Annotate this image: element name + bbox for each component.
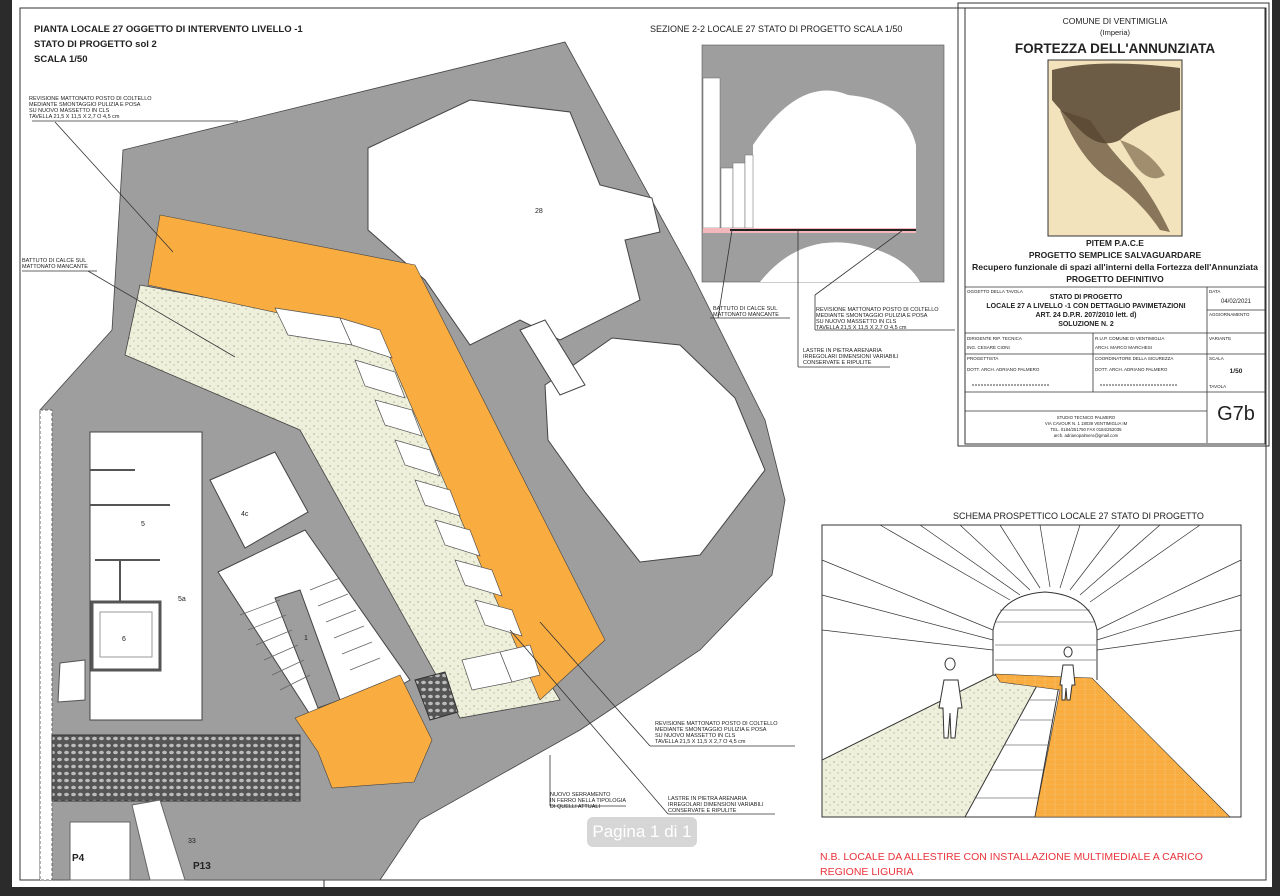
- note-line: TAVELLA 21,5 X 11,5 X 2,7 O 4,5 cm: [29, 114, 120, 120]
- plan-title-line: STATO DI PROGETTO sol 2: [34, 39, 157, 50]
- fortezza-title: FORTEZZA DELL'ANNUNZIATA: [1015, 41, 1215, 56]
- plan-note-lastre: LASTRE IN PIETRA ARENARIA IRREGOLARI DIM…: [668, 796, 764, 814]
- plan-title-line: PIANTA LOCALE 27 OGGETTO DI INTERVENTO L…: [34, 24, 303, 35]
- plan-title: PIANTA LOCALE 27 OGGETTO DI INTERVENTO L…: [34, 24, 303, 65]
- note-line: LASTRE IN PIETRA ARENARIA: [668, 796, 747, 802]
- field-label: DATA: [1209, 289, 1220, 294]
- note-line: REVISIONE MATTONATO POSTO DI COLTELLO: [816, 307, 939, 313]
- oggetto-line: ART. 24 D.P.R. 207/2010 lett. d): [1035, 312, 1136, 319]
- plan-note-revisione: REVISIONE MATTONATO POSTO DI COLTELLO ME…: [29, 96, 152, 120]
- room-label: 33: [188, 838, 196, 845]
- note-line: SU NUOVO MASSETTO IN CLS: [816, 319, 897, 325]
- field-value: ING. CESARE CIONI: [967, 345, 1010, 350]
- note-line: IRREGOLARI DIMENSIONI VARIABILI: [668, 802, 764, 808]
- field-value: DOTT. ARCH. ADRIANO PALMERO: [967, 367, 1040, 372]
- field-label: SCALA: [1209, 356, 1224, 361]
- note-line: SU NUOVO MASSETTO IN CLS: [29, 108, 110, 114]
- floor-plan: [39, 41, 786, 881]
- person-silhouette: [938, 657, 963, 739]
- note-line: CONSERVATE E RIPULITE: [668, 808, 737, 814]
- recupero: Recupero funzionale di spazi all'interni…: [972, 262, 1258, 272]
- sheet-number: G7b: [1217, 403, 1255, 425]
- room-label: 4c: [241, 511, 249, 518]
- note-line: DI QUELLI ATTUALI: [550, 804, 600, 810]
- plan-note-battuto: BATTUTO DI CALCE SUL MATTONATO MANCANTE: [22, 258, 88, 270]
- field-label: AGGIORNAMENTO: [1209, 312, 1250, 317]
- studio-line: VIA CAVOUR N. 1 18039 VENTIMIGLIA IM: [1045, 421, 1128, 426]
- note-line: LASTRE IN PIETRA ARENARIA: [803, 348, 882, 354]
- plan-note-revisione-2: REVISIONE MATTONATO POSTO DI COLTELLO ME…: [655, 721, 778, 745]
- room-28: [367, 99, 661, 346]
- leader-lines: [22, 120, 795, 815]
- studio-line: arch. adrianopalmero@gmail.com: [1054, 433, 1119, 438]
- scale-value: 1/50: [1230, 368, 1243, 375]
- studio-line: STUDIO TECNICO PALMERO: [1057, 415, 1116, 420]
- provincia: (Imperia): [1100, 28, 1131, 37]
- note-line: SU NUOVO MASSETTO IN CLS: [655, 733, 736, 739]
- stone-slabs: [274, 307, 541, 691]
- oggetto-line: LOCALE 27 A LIVELLO -1 CON DETTAGLIO PAV…: [986, 303, 1185, 310]
- page-border: [19, 7, 1267, 881]
- section-drawing: SEZIONE 2-2 LOCALE 27 STATO DI PROGETTO …: [650, 24, 955, 368]
- note-line: MEDIANTE SMONTAGGIO PULIZIA E POSA: [655, 727, 767, 733]
- perspective-title: SCHEMA PROSPETTICO LOCALE 27 STATO DI PR…: [953, 511, 1204, 521]
- room-4c: [209, 451, 309, 549]
- room-label: 6: [122, 636, 126, 643]
- note-line: CONSERVATE E RIPULITE: [803, 360, 872, 366]
- studio-line: TEL. 0184/251750 FAX 0184/252035: [1051, 427, 1123, 432]
- field-value: DOTT. ARCH. ADRIANO PALMERO: [1095, 367, 1168, 372]
- date-value: 04/02/2021: [1221, 299, 1252, 305]
- oggetto-line: SOLUZIONE N. 2: [1058, 321, 1114, 328]
- multimedia-note: REGIONE LIGURIA: [820, 866, 913, 878]
- field-label: COORDINATORE DELLA SICUREZZA: [1095, 356, 1173, 361]
- note-line: MEDIANTE SMONTAGGIO PULIZIA E POSA: [29, 102, 141, 108]
- section-title: SEZIONE 2-2 LOCALE 27 STATO DI PROGETTO …: [650, 24, 902, 34]
- room-label: 5: [141, 521, 145, 528]
- room-label: 28: [535, 208, 543, 215]
- title-block: COMUNE DI VENTIMIGLIA (Imperia) FORTEZZA…: [957, 2, 1270, 447]
- progetto: PROGETTO SEMPLICE SALVAGUARDARE: [1029, 250, 1202, 260]
- room-annex: [544, 337, 766, 563]
- orange-floor-perspective: [994, 673, 1231, 818]
- fortress-engraving-image: [1047, 59, 1183, 237]
- note-line: REVISIONE MATTONATO POSTO DI COLTELLO: [655, 721, 778, 727]
- multimedia-note: N.B. LOCALE DA ALLESTIRE CON INSTALLAZIO…: [820, 851, 1203, 863]
- fase: PROGETTO DEFINITIVO: [1066, 274, 1164, 284]
- programma: PITEM P.A.C.E: [1086, 238, 1144, 248]
- room-label: 1: [304, 635, 308, 642]
- note-line: BATTUTO DI CALCE SUL: [713, 306, 777, 312]
- field-label: PROGETTISTA: [967, 356, 998, 361]
- note-line: IRREGOLARI DIMENSIONI VARIABILI: [803, 354, 899, 360]
- person-silhouette: [1059, 646, 1076, 701]
- staircase: [217, 529, 411, 731]
- room-5: [89, 431, 203, 721]
- room-label: P13: [193, 861, 211, 872]
- field-label: VARIANTE: [1209, 336, 1231, 341]
- note-line: BATTUTO DI CALCE SUL: [22, 258, 86, 264]
- field-value: ARCH. MARCO MARCHESI: [1095, 345, 1152, 350]
- note-line: IN FERRO NELLA TIPOLOGIA: [550, 798, 626, 804]
- room-label: P4: [72, 853, 85, 864]
- note-line: MATTONATO MANCANTE: [713, 312, 779, 318]
- field-label: DIRIGENTE RIP. TECNICA: [967, 336, 1022, 341]
- field-label: OGGETTO DELLA TAVOLA: [967, 289, 1023, 294]
- comune: COMUNE DI VENTIMIGLIA: [1063, 16, 1168, 26]
- plan-note-serramento: NUOVO SERRAMENTO IN FERRO NELLA TIPOLOGI…: [550, 792, 626, 810]
- room-label: 5a: [178, 596, 186, 603]
- perspective-sketch: SCHEMA PROSPETTICO LOCALE 27 STATO DI PR…: [820, 511, 1242, 878]
- field-label: TAVOLA: [1209, 384, 1226, 389]
- note-line: MATTONATO MANCANTE: [22, 264, 88, 270]
- note-line: REVISIONE MATTONATO POSTO DI COLTELLO: [29, 96, 152, 102]
- orange-floor-landing: [294, 674, 433, 789]
- oggetto-line: STATO DI PROGETTO: [1050, 294, 1123, 301]
- note-line: NUOVO SERRAMENTO: [550, 792, 611, 798]
- field-label: R.U.P. COMUNE DI VENTIMIGLIA: [1095, 336, 1164, 341]
- note-line: TAVELLA 21,5 X 11,5 X 2,7 O 4,5 cm: [655, 739, 746, 745]
- room-labels: 28 4c 5 5a 6 1 33 P4 P13: [72, 208, 543, 872]
- note-line: TAVELLA 21,5 X 11,5 X 2,7 O 4,5 cm: [816, 325, 907, 331]
- cobblestone-path: [51, 734, 301, 802]
- plan-title-line: SCALA 1/50: [34, 54, 88, 65]
- page-indicator: Pagina 1 di 1: [587, 817, 697, 847]
- note-line: MEDIANTE SMONTAGGIO PULIZIA E POSA: [816, 313, 928, 319]
